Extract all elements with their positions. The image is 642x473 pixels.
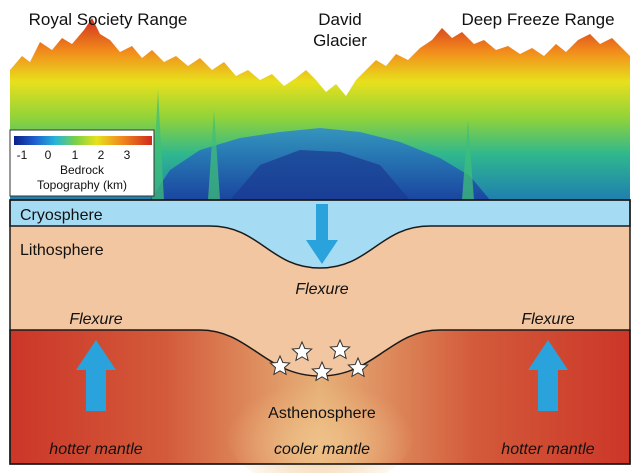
up-arrow-icon [76, 340, 116, 411]
label-cooler-mantle: cooler mantle [274, 441, 370, 458]
section-outline [9, 199, 631, 465]
label-lithosphere: Lithosphere [20, 242, 104, 259]
star-icon [311, 360, 333, 382]
label-royal-society-range: Royal Society Range [29, 10, 188, 29]
label-flexure-left: Flexure [69, 311, 122, 328]
down-arrow-icon [306, 204, 338, 264]
star-icon [347, 356, 369, 378]
star-icon [291, 340, 313, 362]
colorbar-tick: 3 [124, 148, 131, 162]
label-david: David [318, 10, 361, 29]
topography-glacier-trough [230, 150, 410, 200]
star-icon [329, 338, 351, 360]
topography-ridge [10, 18, 630, 200]
label-deep-freeze-range: Deep Freeze Range [461, 10, 614, 29]
label-flexure-center: Flexure [295, 281, 348, 298]
colorbar-tick: 1 [72, 148, 79, 162]
colorbar-tick: 0 [45, 148, 52, 162]
cooler-mantle-core [225, 370, 415, 473]
label-hotter-mantle-right: hotter mantle [501, 441, 594, 458]
seismicity-stars [269, 338, 369, 382]
colorbar-title-line2: Topography (km) [37, 178, 127, 192]
label-flexure-right: Flexure [521, 311, 574, 328]
label-hotter-mantle-left: hotter mantle [49, 441, 142, 458]
up-arrow-icon [528, 340, 568, 411]
label-cryosphere: Cryosphere [20, 207, 103, 224]
bedrock-topography: Royal Society Range David Glacier Deep F… [9, 10, 630, 200]
cross-section: Cryosphere Lithosphere Flexure Flexure F… [9, 199, 631, 473]
star-icon [269, 354, 291, 376]
colorbar-tick: 2 [98, 148, 105, 162]
colorbar-tick: -1 [17, 148, 28, 162]
colorbar [14, 136, 152, 145]
label-glacier: Glacier [313, 31, 367, 50]
colorbar-legend: -1 0 1 2 3 Bedrock Topography (km) [9, 129, 155, 197]
colorbar-title-line1: Bedrock [60, 163, 105, 177]
label-asthenosphere: Asthenosphere [268, 405, 376, 422]
